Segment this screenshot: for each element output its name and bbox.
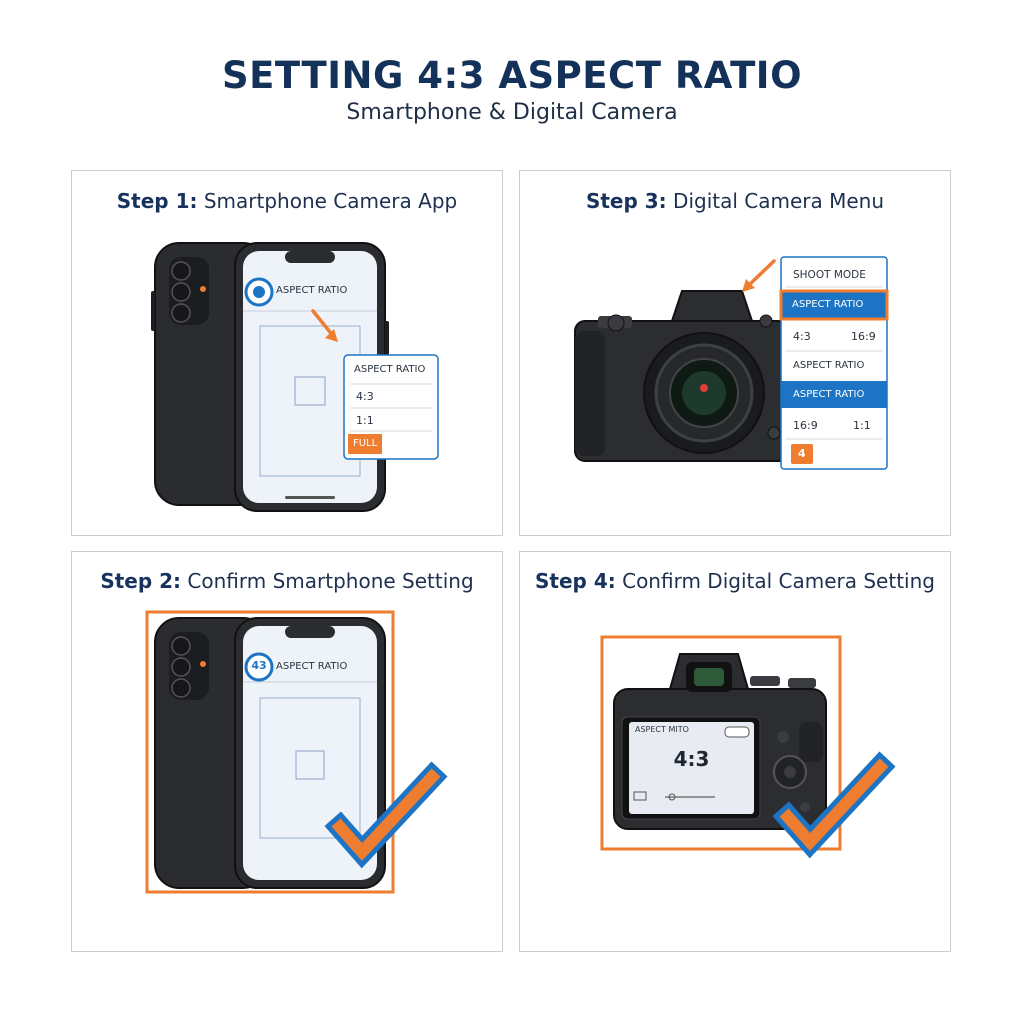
step-1-label: Smartphone Camera App xyxy=(203,189,458,213)
step-3-prefix: Step 3: xyxy=(585,189,667,213)
page-subtitle: Smartphone & Digital Camera xyxy=(346,100,678,125)
screen-label: ASPECT RATIO xyxy=(276,661,348,672)
dslr-camera-icon xyxy=(574,290,791,462)
step-1-prefix: Step 1: xyxy=(116,189,198,213)
step-3-panel: Step 3: Digital Camera Menu xyxy=(519,170,951,536)
menu-badge: 4 xyxy=(798,447,806,460)
step-4-prefix: Step 4: xyxy=(535,569,616,593)
popup-title: ASPECT RATIO xyxy=(354,364,426,375)
lcd-aspect-value: 4:3 xyxy=(673,747,710,771)
checkmark-icon xyxy=(772,751,896,859)
popup-option-4-3[interactable]: 4:3 xyxy=(356,390,374,403)
selection-ring-icon xyxy=(244,652,274,682)
step-4-panel: Step 4: Confirm Digital Camera Setting xyxy=(519,551,951,952)
page-title: SETTING 4:3 ASPECT RATIO xyxy=(221,54,803,97)
highlight-frame xyxy=(600,635,842,851)
screen-label: ASPECT RATIO xyxy=(276,285,348,296)
step-4-illustration xyxy=(600,635,896,859)
menu-option-1-1[interactable]: 1:1 xyxy=(853,419,871,432)
step-4-title: Step 4: Confirm Digital Camera Setting xyxy=(520,569,950,593)
step-1-title: Step 1: Smartphone Camera App xyxy=(72,189,502,213)
lcd-label: ASPECT MITO xyxy=(635,725,689,734)
step-2-illustration xyxy=(145,610,448,894)
popup-option-full[interactable]: FULL xyxy=(353,438,378,449)
highlight-frame xyxy=(145,610,395,894)
step-2-prefix: Step 2: xyxy=(100,569,182,593)
step-4-label: Confirm Digital Camera Setting xyxy=(622,569,935,593)
popup-option-1-1[interactable]: 1:1 xyxy=(356,414,374,427)
menu-shoot-mode[interactable]: SHOOT MODE xyxy=(793,269,866,281)
aspect-ratio-popup xyxy=(343,354,439,460)
checkmark-icon xyxy=(324,761,448,869)
menu-aspect-ratio-2[interactable]: ASPECT RATIO xyxy=(793,360,865,371)
camera-menu-panel xyxy=(779,256,889,470)
step-2-panel: Step 2: Confirm Smartphone Setting 43 AS… xyxy=(71,551,503,952)
step-3-label: Digital Camera Menu xyxy=(673,189,885,213)
arrow-icon xyxy=(311,309,338,342)
camera-back-icon xyxy=(613,653,827,830)
arrow-icon xyxy=(742,259,776,292)
step-1-panel: Step 1: Smartphone Camera App xyxy=(71,170,503,536)
step-2-title: Step 2: Confirm Smartphone Setting xyxy=(72,569,502,593)
menu-option-16-9[interactable]: 16:9 xyxy=(851,330,876,343)
menu-option-16-9-b[interactable]: 16:9 xyxy=(793,419,818,432)
menu-aspect-ratio-3[interactable]: ASPECT RATIO xyxy=(793,389,865,400)
step-2-label: Confirm Smartphone Setting xyxy=(187,569,474,593)
step-3-title: Step 3: Digital Camera Menu xyxy=(520,189,950,213)
step-3-illustration xyxy=(574,256,889,470)
step-1-illustration xyxy=(151,242,439,512)
confirm-badge: 43 xyxy=(251,659,267,672)
menu-option-4-3[interactable]: 4:3 xyxy=(793,330,811,343)
menu-aspect-ratio-selected[interactable]: ASPECT RATIO xyxy=(792,299,864,310)
